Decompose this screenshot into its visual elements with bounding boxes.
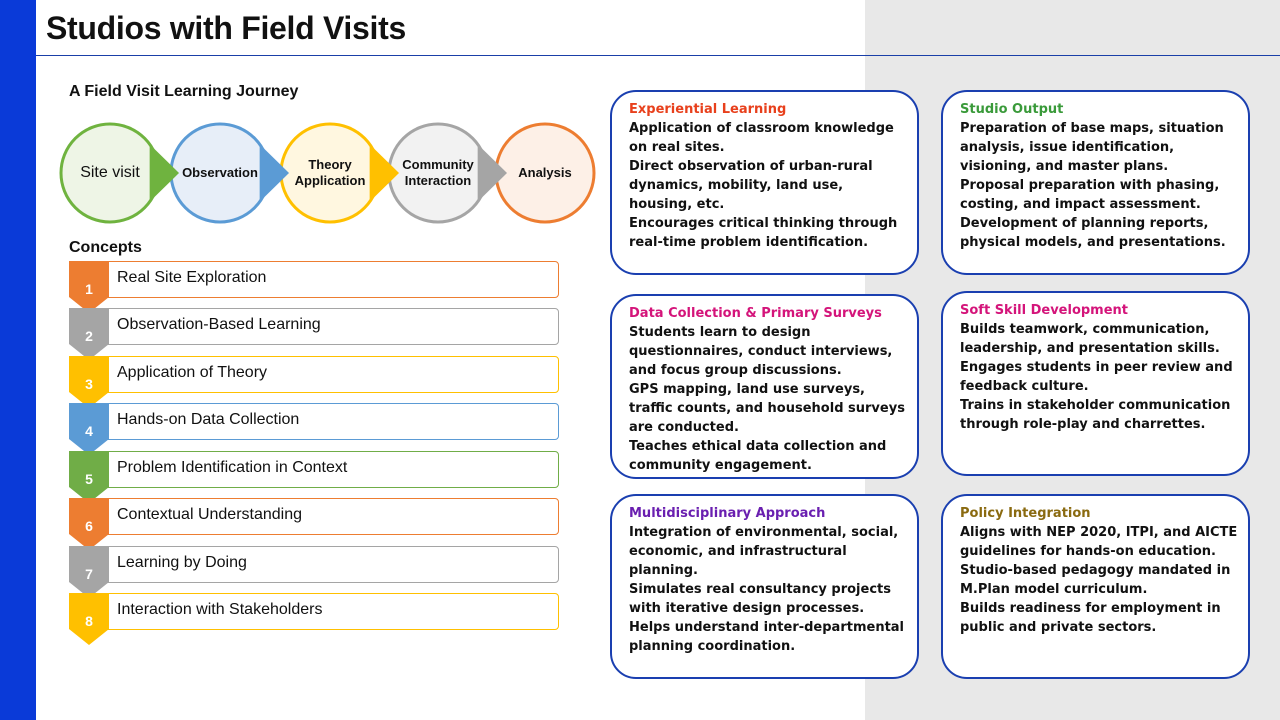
concept-box — [102, 261, 559, 298]
concept-label: Observation-Based Learning — [117, 316, 321, 333]
card-line: Development of planning reports, physica… — [960, 216, 1226, 250]
journey-step-label: Theory Application — [294, 157, 366, 188]
card-policy-integration: Policy Integration Aligns with NEP 2020,… — [941, 494, 1250, 679]
concept-number-chevron — [69, 546, 109, 598]
concept-label: Hands-on Data Collection — [117, 411, 300, 428]
concept-item: 3 Application of Theory — [69, 356, 559, 408]
concept-number-chevron — [69, 451, 109, 503]
card-line: Encourages critical thinking through rea… — [629, 216, 898, 250]
card-body: Students learn to design questionnaires,… — [629, 323, 907, 475]
concept-number-chevron — [69, 593, 109, 645]
concept-item: 1 Real Site Exploration — [69, 261, 559, 313]
card-data-collection: Data Collection & Primary Surveys Studen… — [610, 294, 919, 479]
journey-arrow — [149, 144, 179, 202]
journey-arrow — [477, 144, 507, 202]
concept-item: 6 Contextual Understanding — [69, 498, 559, 550]
card-line: Trains in stakeholder communication thro… — [960, 398, 1231, 432]
concept-number-chevron — [69, 308, 109, 360]
concept-label: Application of Theory — [117, 364, 268, 381]
card-line: Application of classroom knowledge on re… — [629, 121, 894, 155]
card-title: Soft Skill Development — [960, 303, 1129, 318]
card-title: Studio Output — [960, 102, 1064, 117]
card-line: Helps understand inter-departmental plan… — [629, 620, 905, 654]
concept-box — [102, 498, 559, 535]
card-line: Preparation of base maps, situation anal… — [960, 121, 1224, 174]
card-title: Experiential Learning — [629, 102, 787, 117]
concept-label: Problem Identification in Context — [117, 459, 348, 476]
card-line: Builds teamwork, communication, leadersh… — [960, 322, 1220, 356]
card-line: Engages students in peer review and feed… — [960, 360, 1233, 394]
concept-item: 8 Interaction with Stakeholders — [69, 593, 559, 645]
card-body: Builds teamwork, communication, leadersh… — [960, 320, 1238, 434]
concept-item: 7 Learning by Doing — [69, 546, 559, 598]
journey-step-label: Analysis — [518, 165, 572, 181]
concept-number-chevron — [69, 261, 109, 313]
concept-number-chevron — [69, 498, 109, 550]
card-soft-skill-development: Soft Skill Development Builds teamwork, … — [941, 291, 1250, 476]
concept-box — [102, 546, 559, 583]
journey-step-label: Observation — [182, 165, 258, 181]
journey-step-label: Community Interaction — [402, 157, 474, 188]
card-line: Integration of environmental, social, ec… — [629, 525, 899, 578]
card-experiential-learning: Experiential Learning Application of cla… — [610, 90, 919, 275]
concepts-heading: Concepts — [69, 239, 142, 256]
journey-heading: A Field Visit Learning Journey — [69, 83, 299, 100]
card-line: Direct observation of urban-rural dynami… — [629, 159, 873, 212]
concept-label: Learning by Doing — [117, 554, 247, 571]
concept-box — [102, 593, 559, 630]
concept-box — [102, 308, 559, 345]
card-line: Studio-based pedagogy mandated in M.Plan… — [960, 563, 1231, 597]
concept-label: Real Site Exploration — [117, 269, 267, 286]
left-accent-bar — [0, 0, 36, 720]
concept-box — [102, 403, 559, 440]
card-body: Integration of environmental, social, ec… — [629, 523, 907, 656]
concept-number-chevron — [69, 403, 109, 455]
concept-box — [102, 451, 559, 488]
card-body: Preparation of base maps, situation anal… — [960, 119, 1238, 252]
concept-item: 5 Problem Identification in Context — [69, 451, 559, 503]
concept-box — [102, 356, 559, 393]
journey-step-label: Site visit — [80, 164, 140, 182]
concept-number-chevron — [69, 356, 109, 408]
card-line: Builds readiness for employment in publi… — [960, 601, 1221, 635]
card-title: Data Collection & Primary Surveys — [629, 306, 882, 321]
card-title: Policy Integration — [960, 506, 1091, 521]
card-line: Proposal preparation with phasing, costi… — [960, 178, 1220, 212]
card-multidisciplinary-approach: Multidisciplinary Approach Integration o… — [610, 494, 919, 679]
card-body: Application of classroom knowledge on re… — [629, 119, 907, 252]
concept-item: 2 Observation-Based Learning — [69, 308, 559, 360]
journey-shapes — [59, 122, 596, 224]
card-line: Aligns with NEP 2020, ITPI, and AICTE gu… — [960, 525, 1238, 559]
concept-label: Interaction with Stakeholders — [117, 601, 323, 618]
card-line: Students learn to design questionnaires,… — [629, 325, 893, 378]
concept-item: 4 Hands-on Data Collection — [69, 403, 559, 455]
card-line: Teaches ethical data collection and comm… — [629, 439, 887, 473]
card-body: Aligns with NEP 2020, ITPI, and AICTE gu… — [960, 523, 1238, 637]
card-title: Multidisciplinary Approach — [629, 506, 826, 521]
title-divider — [36, 55, 1280, 56]
slide-title: Studios with Field Visits — [46, 10, 406, 46]
concept-label: Contextual Understanding — [117, 506, 303, 523]
journey-arrow — [369, 144, 399, 202]
card-studio-output: Studio Output Preparation of base maps, … — [941, 90, 1250, 275]
card-line: Simulates real consultancy projects with… — [629, 582, 891, 616]
card-line: GPS mapping, land use surveys, traffic c… — [629, 382, 905, 435]
journey-arrow — [259, 144, 289, 202]
